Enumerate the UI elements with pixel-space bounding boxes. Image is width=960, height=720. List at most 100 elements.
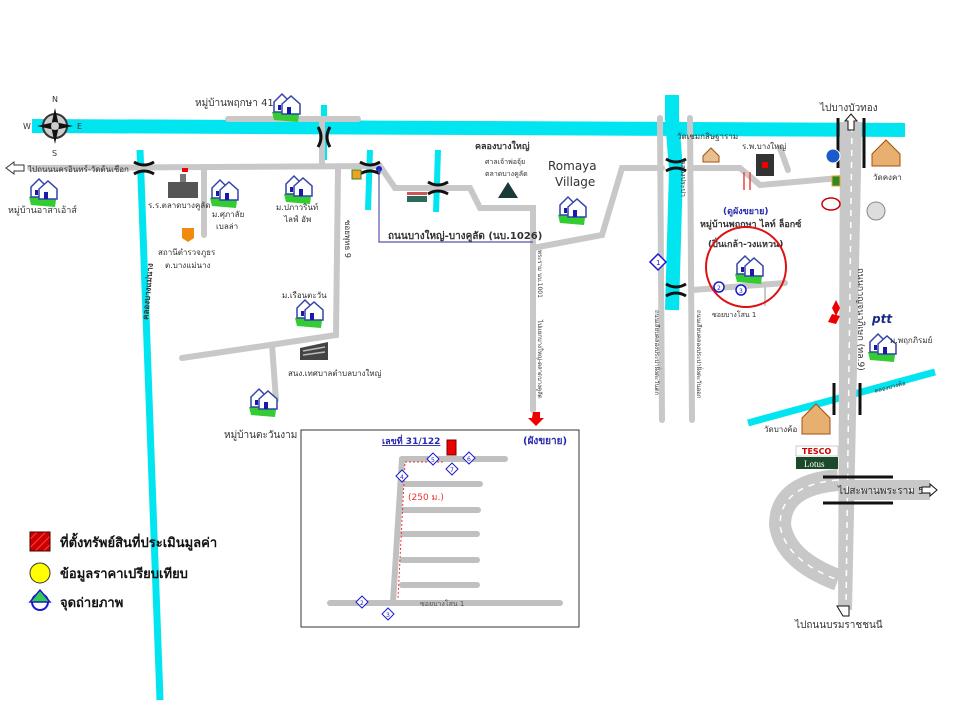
svg-text:4: 4 [400, 474, 404, 481]
police-icon [182, 228, 194, 242]
canal-bangmaenang [136, 149, 164, 701]
compass-w: W [23, 122, 31, 131]
temple-small-icon [702, 147, 720, 163]
photo-point-number: 2 [717, 285, 721, 292]
inset-photo-point-4[interactable]: 4 [395, 469, 409, 483]
road-tawanngam [269, 342, 279, 403]
village-lifeup-icon [283, 175, 313, 205]
property-marker[interactable] [446, 439, 457, 456]
label-shrine-1: ศาลเจ้าพ่อจุ้ย [485, 158, 525, 166]
label-asa: หมู่บ้านอาสาเอ้าส์ [8, 204, 77, 216]
traffic-sign-icon [825, 148, 841, 164]
arrow-right-icon [921, 482, 938, 498]
label-supalai-1: ม.ศุภาลัย [212, 210, 244, 219]
inset-address: เลขที่ 31/122 [382, 434, 440, 447]
label-west-exit: ไปถนนนครอินทร์-วัดต้นเชือก [27, 164, 129, 174]
svg-text:Lotus: Lotus [804, 459, 825, 469]
label-police-2: ต.บางแม่นาง [165, 261, 211, 270]
photo-point-3[interactable]: 3 [735, 284, 747, 296]
inset-photo-point-6[interactable]: 6 [462, 451, 476, 465]
route-line [378, 169, 533, 243]
canal-branch-1 [365, 149, 373, 211]
label-canal-prapa: คลองประปา [679, 160, 687, 197]
label-supalai-2: เบลล่า [216, 222, 238, 231]
label-subject-village-2: (ปิ่นเกล้า-วงแหวน) [708, 237, 783, 250]
label-wat-bangkhu: วัดบางค้อ [764, 425, 798, 434]
compass-e: E [77, 122, 82, 131]
label-police-1: สถานีตำรวจภูธร [158, 248, 216, 258]
photo-point-2[interactable]: 2 [713, 281, 725, 293]
label-road-1026: ถนนบางใหญ่-บางคูลัด (นบ.1026) [388, 229, 542, 243]
label-pruksa-phirom: ม.พฤกภิรมย์ [890, 335, 932, 345]
label-municipality: สนง.เทศบาลตำบลบางใหญ่ [288, 369, 382, 378]
legend-property-label: ที่ตั้งทรัพย์สินที่ประเมินมูลค่า [60, 532, 217, 551]
shrine-icon [498, 182, 518, 198]
label-wat-chemnok: วัดเชมกสิษฐาราม [677, 132, 738, 141]
temple-kongkha-icon [871, 139, 901, 167]
inset-photo-point-3[interactable]: 3 [381, 607, 395, 621]
village-supalai-icon [209, 179, 239, 209]
legend-comparable-icon [29, 562, 51, 584]
village-pruksa41-icon [271, 93, 301, 123]
svg-text:2: 2 [360, 600, 364, 607]
tesco-lotus-logo: TESCO Lotus [795, 445, 839, 469]
temple-bangkhu-icon [801, 403, 831, 435]
label-romaya-1: Romaya [548, 159, 597, 173]
road-prapa-west [657, 115, 665, 423]
inset-title: (ผังขยาย) [523, 435, 567, 447]
west-exit: ไปถนนนครอินทร์-วัดต้นเชือก [5, 161, 129, 175]
label-lifeup-2: ไลฟ์ อัพ [283, 214, 311, 224]
label-subject-village: หมู่บ้านพฤกษา ไลท์ ล็อกซ์ [700, 217, 801, 230]
inset-map: เลขที่ 31/122 (ผังขยาย) (250 ม.) ซอยบางโ… [300, 429, 580, 628]
label-nb1001-side: ไปแยกบางใหญ่-ตลาดบางคูลัด [536, 319, 544, 399]
inset-photo-point-5[interactable]: 5 [426, 452, 440, 466]
svg-text:6: 6 [467, 456, 471, 463]
label-school: ร.ร.ตลาดบางคูลัด [148, 201, 210, 211]
canal-bangyai [31, 119, 906, 137]
compass-rose-icon: N S E W [23, 95, 82, 158]
label-tawanngam: หมู่บ้านตะวันงาม [224, 429, 297, 441]
highway-bridge-rama5 [823, 475, 893, 505]
seven-eleven-icon [831, 175, 841, 187]
hospital-icon [756, 154, 774, 176]
arrow-left-icon [5, 161, 25, 175]
ptt-logo: ptt [871, 312, 893, 326]
label-hospital: ร.พ.บางใหญ่ [742, 142, 786, 151]
canal-branch-2 [433, 149, 441, 213]
canal-prapa [665, 95, 684, 311]
highlight-circle [705, 226, 787, 308]
label-shrine-2: ตลาดบางคูลัด [485, 170, 528, 178]
arrow-down-red-icon [528, 412, 544, 426]
village-romaya-icon [557, 196, 587, 226]
legend-photo-icon [28, 588, 52, 611]
label-ruentawan: ม.เรือนตะวัน [282, 291, 327, 300]
road-prapa-east [687, 115, 695, 423]
arrow-down-icon [836, 605, 850, 617]
bank-logo-icon [407, 192, 427, 202]
label-lifeup-1: ม.ปภาวรินท์ [276, 202, 318, 212]
label-wat-kongkha: วัดคงคา [873, 173, 902, 182]
photo-point-1[interactable]: 1 [648, 252, 668, 272]
road-soi9 [179, 165, 341, 361]
svg-text:7: 7 [450, 467, 454, 474]
inset-photo-point-2[interactable]: 2 [355, 595, 369, 609]
legend-photo-label: จุดถ่ายภาพ [60, 596, 123, 611]
legend-property-icon [29, 531, 51, 552]
arrow-up-icon [843, 113, 859, 131]
label-to-bangbuathong: ไปบางบัวทอง [819, 102, 878, 114]
highway-bridge-bangkhu [832, 383, 862, 415]
school-icon [168, 168, 198, 198]
compass-n: N [52, 95, 58, 104]
inset-distance: (250 ม.) [408, 493, 444, 503]
label-prapa-west-road: ถนนเลียบคลองประปาฝั่งตะวันตก [653, 310, 661, 395]
svg-text:TESCO: TESCO [802, 447, 832, 456]
inset-photo-point-7[interactable]: 7 [445, 462, 459, 476]
legend-comparable-label: ข้อมูลราคาเปรียบเทียบ [60, 566, 188, 582]
village-ruentawan-icon [294, 299, 324, 329]
road-romaya [530, 165, 665, 251]
label-subject-zoom: (ดูผังขยาย) [723, 206, 769, 217]
road-west-main [27, 162, 536, 251]
municipality-icon [300, 342, 328, 360]
road-hospital-branch [777, 145, 791, 173]
label-prapa-east-road: ถนนเลียบคลองประปาฝั่งตะวันออก [695, 310, 703, 399]
